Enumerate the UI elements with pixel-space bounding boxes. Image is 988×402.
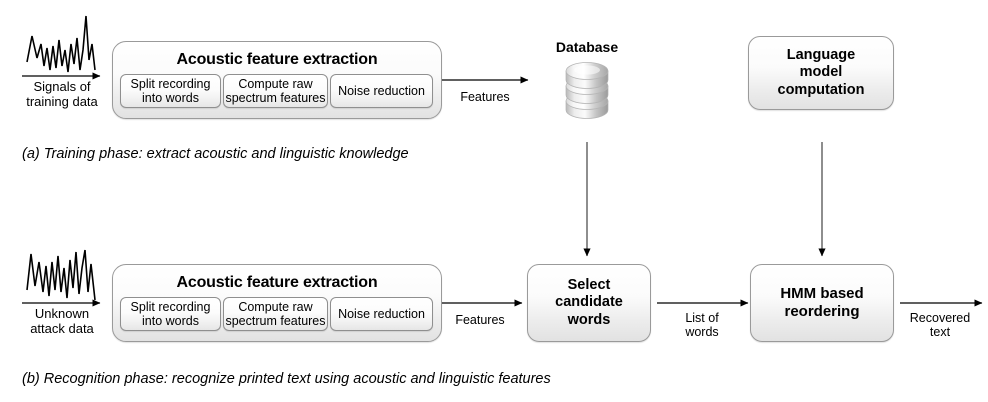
step-noise-reduction-a[interactable]: Noise reduction (330, 74, 433, 108)
step-split-recording-a[interactable]: Split recording into words (120, 74, 221, 108)
caption-panel-a: (a) Training phase: extract acoustic and… (22, 146, 409, 162)
step-split-recording-b-line2: into words (142, 314, 199, 328)
recovered-text-label: Recovered text (898, 311, 982, 340)
select-candidate-words-line2: candidate (555, 294, 623, 311)
input-label-b: Unknown attack data (8, 306, 116, 337)
input-label-b-line1: Unknown (34, 306, 90, 321)
step-noise-reduction-b-line1: Noise reduction (338, 307, 425, 321)
recovered-text-line1: Recovered (909, 311, 971, 325)
select-candidate-words-line3: words (567, 311, 611, 328)
step-compute-raw-spectrum-a-line1: Compute raw (238, 77, 313, 91)
step-noise-reduction-a-line1: Noise reduction (338, 84, 425, 98)
step-noise-reduction-b[interactable]: Noise reduction (330, 297, 433, 331)
step-split-recording-a-line1: Split recording (130, 77, 211, 91)
language-model-line3: computation (777, 81, 865, 98)
recovered-text-line2: text (929, 325, 951, 340)
step-split-recording-a-line2: into words (142, 91, 199, 105)
hmm-based-reordering-label: HMM based reordering (751, 265, 893, 341)
step-compute-raw-spectrum-b[interactable]: Compute raw spectrum features (223, 297, 328, 331)
acoustic-feature-extraction-title-b: Acoustic feature extraction (176, 274, 378, 291)
list-of-words-line2: words (685, 325, 719, 340)
hmm-line2: reordering (784, 303, 860, 320)
list-of-words-label: List of words (662, 311, 742, 340)
step-compute-raw-spectrum-b-line1: Compute raw (238, 300, 313, 314)
step-compute-raw-spectrum-a-line2: spectrum features (225, 91, 326, 105)
input-label-a-line2: training data (26, 93, 98, 109)
input-label-b-line2: attack data (30, 320, 94, 336)
audio-waveform-icon-b (26, 249, 96, 301)
database-cylinder-icon (565, 62, 609, 119)
hmm-line1: HMM based (780, 285, 864, 303)
input-label-a: Signals of training data (14, 79, 110, 110)
features-label-b: Features (455, 313, 505, 327)
select-candidate-words-box[interactable]: Select candidate words (527, 264, 651, 342)
features-label-a: Features (460, 90, 510, 104)
database-title: Database (555, 39, 619, 55)
acoustic-feature-extraction-title-a: Acoustic feature extraction (176, 51, 378, 68)
step-compute-raw-spectrum-b-line2: spectrum features (225, 314, 326, 328)
audio-waveform-icon-a (26, 15, 96, 73)
caption-panel-b: (b) Recognition phase: recognize printed… (22, 371, 551, 387)
language-model-computation-box[interactable]: Language model computation (748, 36, 894, 110)
select-candidate-words-line1: Select (567, 277, 611, 294)
hmm-based-reordering-box[interactable]: HMM based reordering (750, 264, 894, 342)
list-of-words-line1: List of (685, 311, 719, 325)
step-split-recording-b-line1: Split recording (130, 300, 211, 314)
select-candidate-words-label: Select candidate words (528, 265, 650, 341)
language-model-computation-label: Language model computation (749, 37, 893, 109)
input-label-a-line1: Signals of (33, 79, 91, 94)
step-split-recording-b[interactable]: Split recording into words (120, 297, 221, 331)
language-model-line1: Language (786, 47, 856, 64)
language-model-line2: model (799, 64, 843, 81)
step-compute-raw-spectrum-a[interactable]: Compute raw spectrum features (223, 74, 328, 108)
